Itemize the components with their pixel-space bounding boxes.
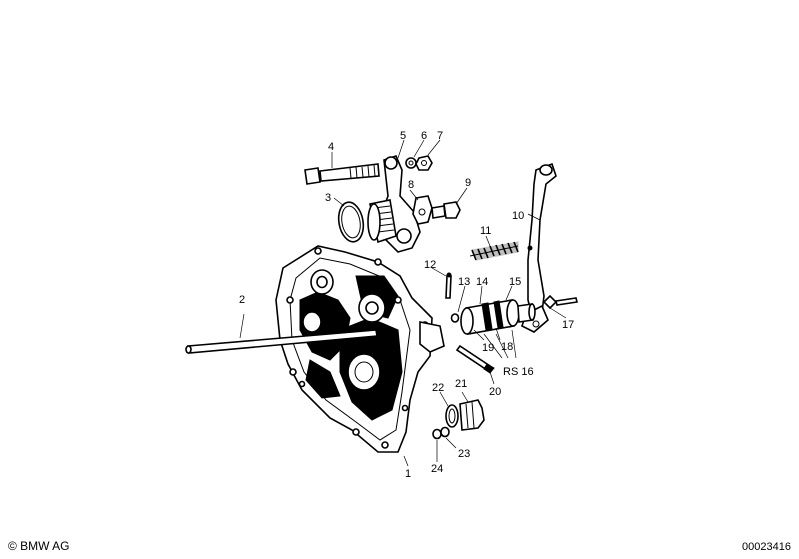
shaft (185, 329, 378, 354)
label-part-9: 9 (465, 177, 471, 189)
label-part-17: 17 (562, 319, 574, 331)
label-part-16: RS 16 (503, 366, 534, 378)
label-part-20: 20 (489, 386, 501, 398)
clamp-bolt (542, 294, 578, 310)
label-part-8: 8 (408, 179, 414, 191)
nut (415, 155, 433, 171)
label-part-22: 22 (432, 382, 444, 394)
label-part-4: 4 (328, 141, 334, 153)
label-part-14: 14 (476, 276, 488, 288)
label-part-13: 13 (458, 276, 470, 288)
guide-pin (455, 344, 495, 374)
bracket (412, 195, 433, 225)
label-part-1: 1 (405, 468, 411, 480)
ratchet-gear (460, 299, 520, 335)
label-part-3: 3 (325, 192, 331, 204)
small-washer (450, 313, 460, 323)
label-part-7: 7 (437, 130, 443, 142)
leader-lines (239, 139, 567, 467)
label-part-24: 24 (431, 463, 443, 475)
seal-ring (445, 404, 459, 428)
label-part-10: 10 (512, 210, 524, 222)
document-number: 00023416 (742, 541, 791, 553)
label-part-15: 15 (509, 276, 521, 288)
housing-cover (275, 245, 445, 453)
lock-washer (432, 426, 450, 440)
part-labels: 1 2 3 4 5 6 7 8 9 10 11 12 13 14 15 RS 1… (239, 130, 574, 480)
bolt (304, 163, 380, 185)
screw-plug (459, 399, 485, 431)
label-part-19: 19 (482, 342, 494, 354)
hub-bushing (517, 303, 536, 323)
label-part-2: 2 (239, 294, 245, 306)
label-part-12: 12 (424, 259, 436, 271)
kick-lever (521, 162, 557, 333)
sealing-ring (337, 201, 365, 243)
split-pin (445, 272, 452, 299)
coil-spring (469, 241, 519, 261)
label-part-5: 5 (400, 130, 406, 142)
label-part-6: 6 (421, 130, 427, 142)
washer (405, 157, 417, 169)
label-part-18: 18 (501, 341, 513, 353)
label-part-23: 23 (458, 448, 470, 460)
screw (431, 201, 461, 219)
lever-arm (367, 155, 421, 253)
label-part-11: 11 (480, 225, 491, 237)
label-part-21: 21 (455, 378, 467, 390)
copyright-text: © BMW AG (8, 539, 70, 553)
